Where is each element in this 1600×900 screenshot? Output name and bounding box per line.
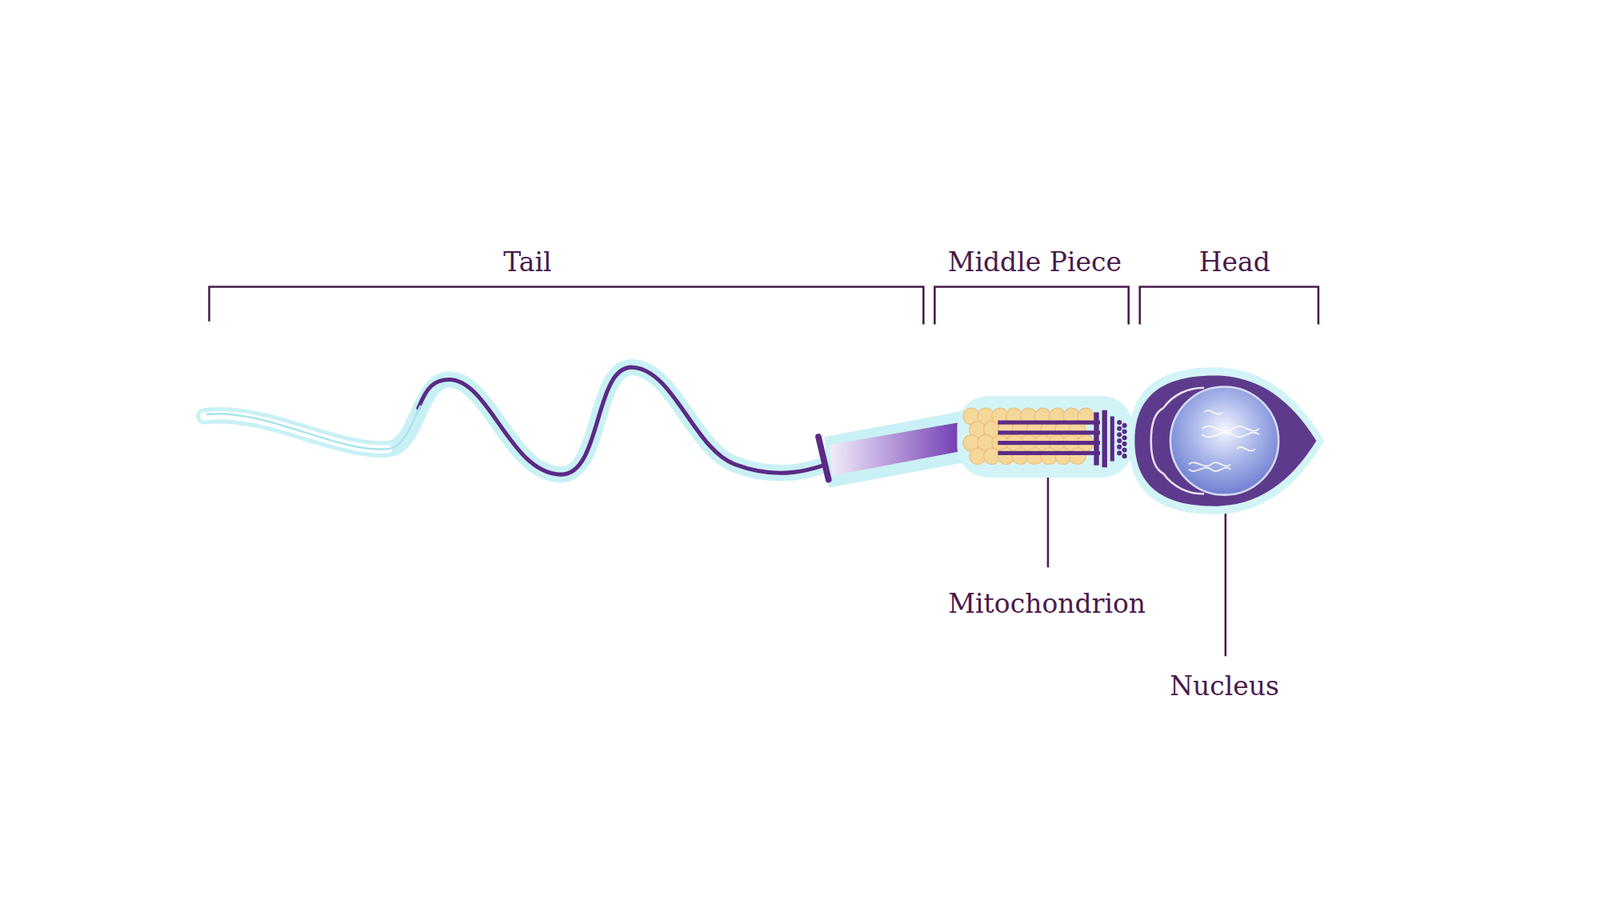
section-label: Head [1199,248,1271,277]
principal-piece [818,410,972,488]
sperm-head [1128,367,1325,515]
section-label: Tail [503,248,552,277]
section-label: Middle Piece [948,248,1122,277]
middle-piece [956,396,1132,478]
section-brackets [208,286,1318,324]
sperm-tail [204,367,827,475]
part-label: Nucleus [1169,672,1280,701]
part-label: Mitochondrion [948,589,1146,619]
